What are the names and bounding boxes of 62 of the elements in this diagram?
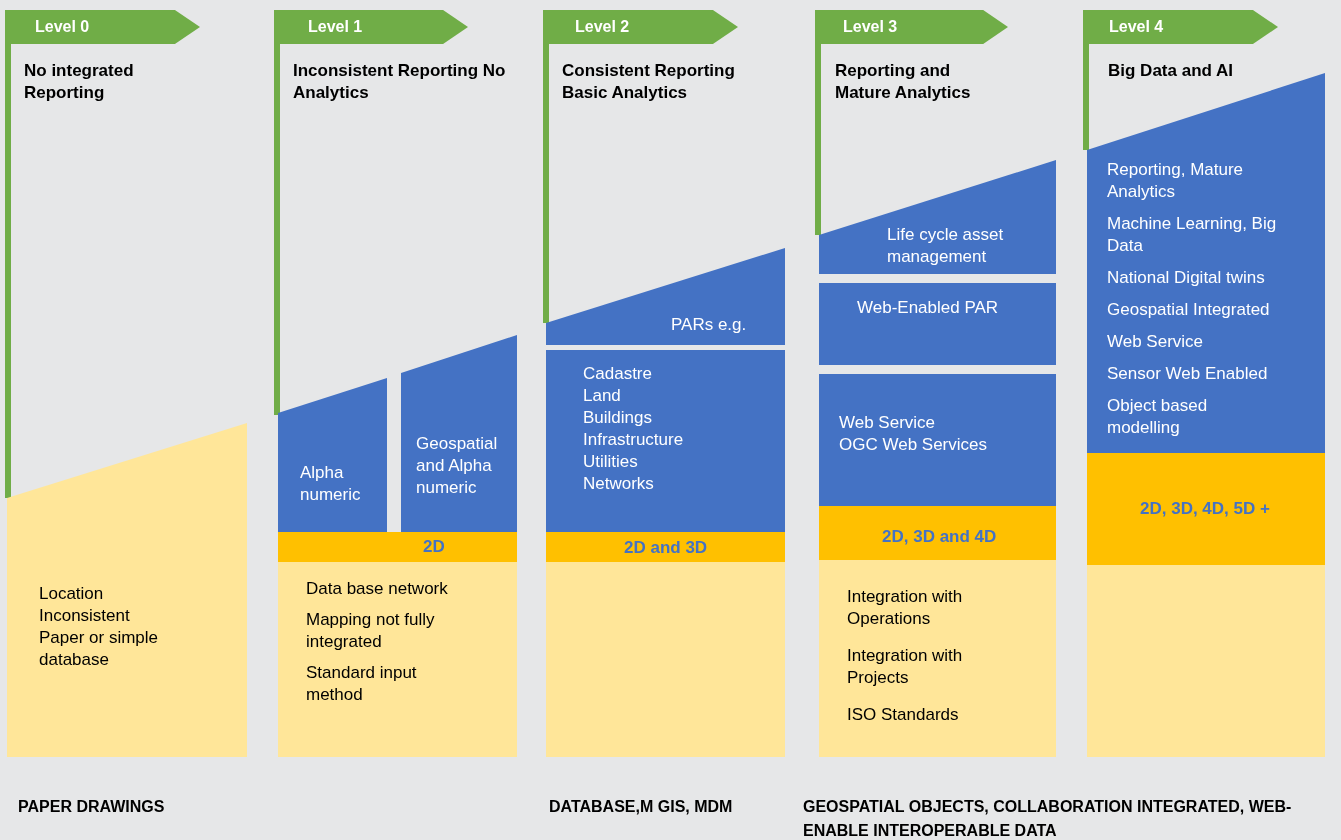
node-text: 2D and 3D xyxy=(624,537,709,559)
node-text: Geospatial Integrated xyxy=(1107,299,1271,321)
dimension-bar xyxy=(1087,453,1325,565)
node-text: OGC Web Services xyxy=(839,434,988,456)
node-text: Integration with Projects xyxy=(847,645,964,689)
feature-panel xyxy=(278,562,517,757)
node-text: Web Service xyxy=(839,412,937,434)
node-text: Level 2 xyxy=(575,17,631,37)
feature-panel xyxy=(7,423,247,757)
node-text: 2D, 3D, 4D, 5D + xyxy=(1140,498,1271,520)
capability-panel xyxy=(546,248,785,345)
node-text: Level 3 xyxy=(843,17,899,37)
node-text: Paper or simple database xyxy=(39,627,160,671)
node-text: Reporting, Mature Analytics xyxy=(1107,159,1245,203)
capability-panel xyxy=(546,350,785,532)
node-text: Buildings xyxy=(583,407,653,429)
capability-panel xyxy=(819,283,1056,365)
node-text: Geospatial and Alpha numeric xyxy=(416,433,499,499)
node-text: Location xyxy=(39,583,105,605)
node-text: Level 4 xyxy=(1109,17,1165,37)
footer-note: GEOSPATIAL OBJECTS, COLLABORATION INTEGRATED, WEB-ENABLE INTEROPERABLE DATA xyxy=(803,797,1293,840)
node-text: PARs e.g. xyxy=(671,314,748,336)
node-text: 2D xyxy=(423,536,446,558)
level-heading: Reporting and Mature Analytics xyxy=(835,60,972,104)
node-text: ISO Standards xyxy=(847,704,960,726)
footer-note: PAPER DRAWINGS xyxy=(18,797,166,817)
node-text: Utilities xyxy=(583,451,639,473)
node-text: Alpha numeric xyxy=(300,462,362,506)
node-text: 2D, 3D and 4D xyxy=(882,526,998,548)
node-text: Web Service xyxy=(1107,331,1205,353)
dimension-bar xyxy=(278,532,517,562)
node-text: Sensor Web Enabled xyxy=(1107,363,1269,385)
node-text: Inconsistent xyxy=(39,605,131,627)
node-text: Level 0 xyxy=(35,17,91,37)
node-text: Machine Learning, Big Data xyxy=(1107,213,1277,257)
node-text: National Digital twins xyxy=(1107,267,1266,289)
capability-panel xyxy=(819,160,1056,274)
node-text: Standard input method xyxy=(306,662,418,706)
node-text: Networks xyxy=(583,473,655,495)
empty-panel xyxy=(546,562,785,757)
level-heading: No integrated Reporting xyxy=(24,60,135,104)
dimension-bar xyxy=(546,532,785,562)
empty-panel xyxy=(1087,565,1325,757)
node-text: Infrastructure xyxy=(583,429,685,451)
capability-panel xyxy=(819,374,1056,506)
capability-panel xyxy=(401,335,517,532)
feature-panel xyxy=(819,560,1056,757)
node-text: Integration with Operations xyxy=(847,586,964,630)
level-heading: Big Data and AI xyxy=(1108,60,1234,82)
node-text: Cadastre xyxy=(583,363,653,385)
node-text: Web-Enabled PAR xyxy=(857,297,1000,319)
node-text: Object based modelling xyxy=(1107,395,1209,439)
node-text: Life cycle asset management xyxy=(887,224,1005,268)
node-text: Level 1 xyxy=(308,17,364,37)
level-heading: Consistent Reporting Basic Analytics xyxy=(562,60,736,104)
node-text: Data base network xyxy=(306,578,449,600)
footer-note: DATABASE,M GIS, MDM xyxy=(549,797,734,817)
level-heading: Inconsistent Reporting No Analytics xyxy=(293,60,507,104)
node-text: Mapping not fully integrated xyxy=(306,609,436,653)
dimension-bar xyxy=(819,506,1056,560)
capability-panel xyxy=(278,378,387,532)
node-text: Land xyxy=(583,385,622,407)
